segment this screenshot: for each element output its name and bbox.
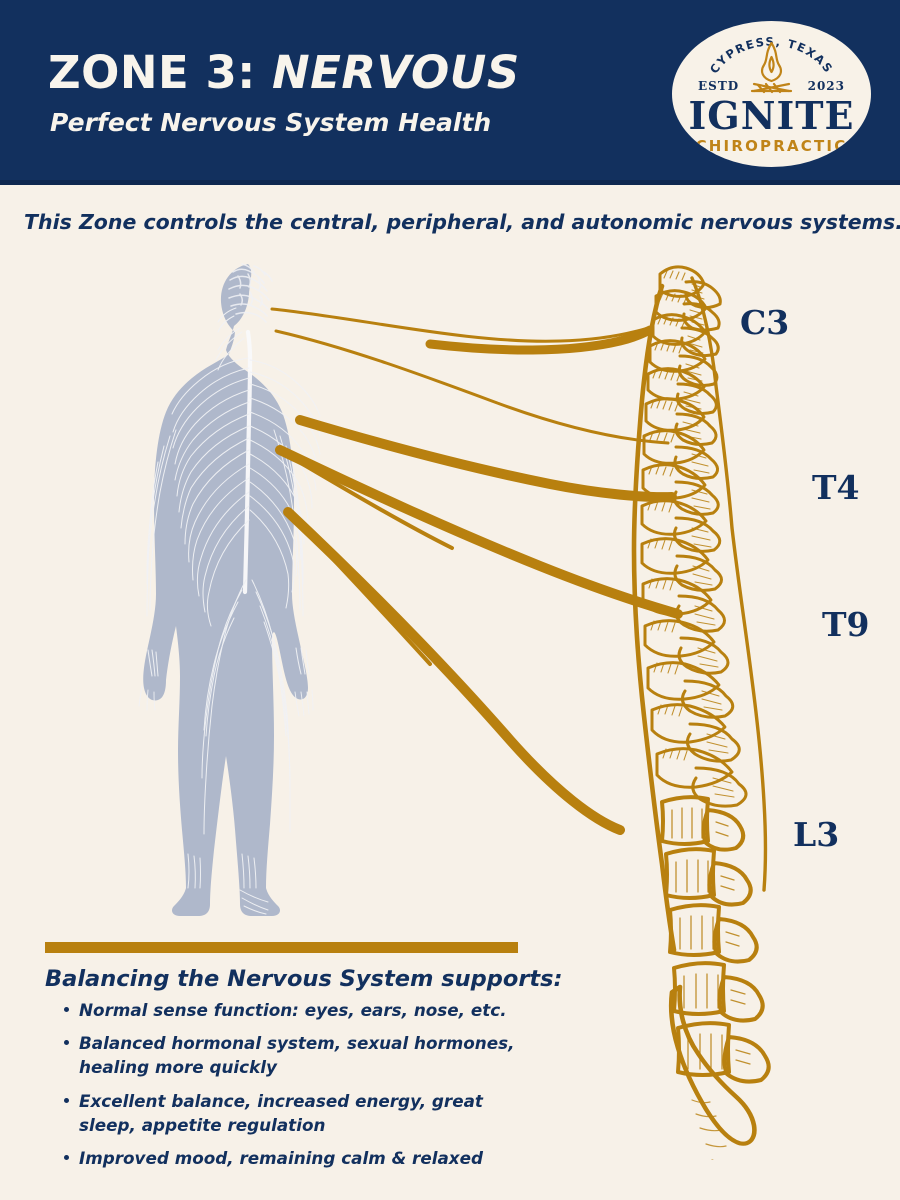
list-item: Normal sense function: eyes, ears, nose,… bbox=[62, 998, 532, 1022]
campfire-flame-icon bbox=[750, 41, 793, 94]
page-title-word: NERVOUS bbox=[271, 46, 520, 99]
gold-divider-rule bbox=[45, 942, 518, 953]
header-accent-line bbox=[0, 180, 900, 185]
human-nervous-system-figure bbox=[138, 263, 321, 916]
body-silhouette bbox=[143, 264, 308, 916]
intro-statement: This Zone controls the central, peripher… bbox=[24, 210, 900, 234]
logo-graphics: CYPRESS, TEXAS bbox=[707, 35, 835, 94]
supports-heading: Balancing the Nervous System supports: bbox=[45, 966, 563, 992]
page-subtitle: Perfect Nervous System Health bbox=[50, 108, 492, 137]
vertebra-label-l3: L3 bbox=[793, 815, 840, 854]
page-title: ZONE 3: NERVOUS bbox=[48, 46, 520, 99]
vertebra-label-c3: C3 bbox=[740, 303, 790, 342]
list-item: Improved mood, remaining calm & relaxed bbox=[62, 1146, 532, 1170]
supports-list: Normal sense function: eyes, ears, nose,… bbox=[62, 998, 532, 1179]
page-title-prefix: ZONE 3: bbox=[48, 46, 272, 99]
brand-logo: CYPRESS, TEXAS ESTD 2023 IGNITE CHIROPRA… bbox=[672, 21, 871, 167]
brain-detail bbox=[228, 263, 273, 323]
logo-name-text: IGNITE bbox=[688, 93, 855, 138]
list-item: Excellent balance, increased energy, gre… bbox=[62, 1089, 532, 1137]
logo-year-text: 2023 bbox=[807, 79, 845, 93]
vertebra-label-t4: T4 bbox=[812, 468, 860, 507]
logo-estd-text: ESTD bbox=[698, 79, 740, 93]
lateral-spine-illustration bbox=[631, 265, 771, 1160]
list-item: Balanced hormonal system, sexual hormone… bbox=[62, 1031, 532, 1079]
vertebra-label-t9: T9 bbox=[822, 605, 870, 644]
logo-tagline-text: CHIROPRACTIC bbox=[695, 137, 848, 155]
